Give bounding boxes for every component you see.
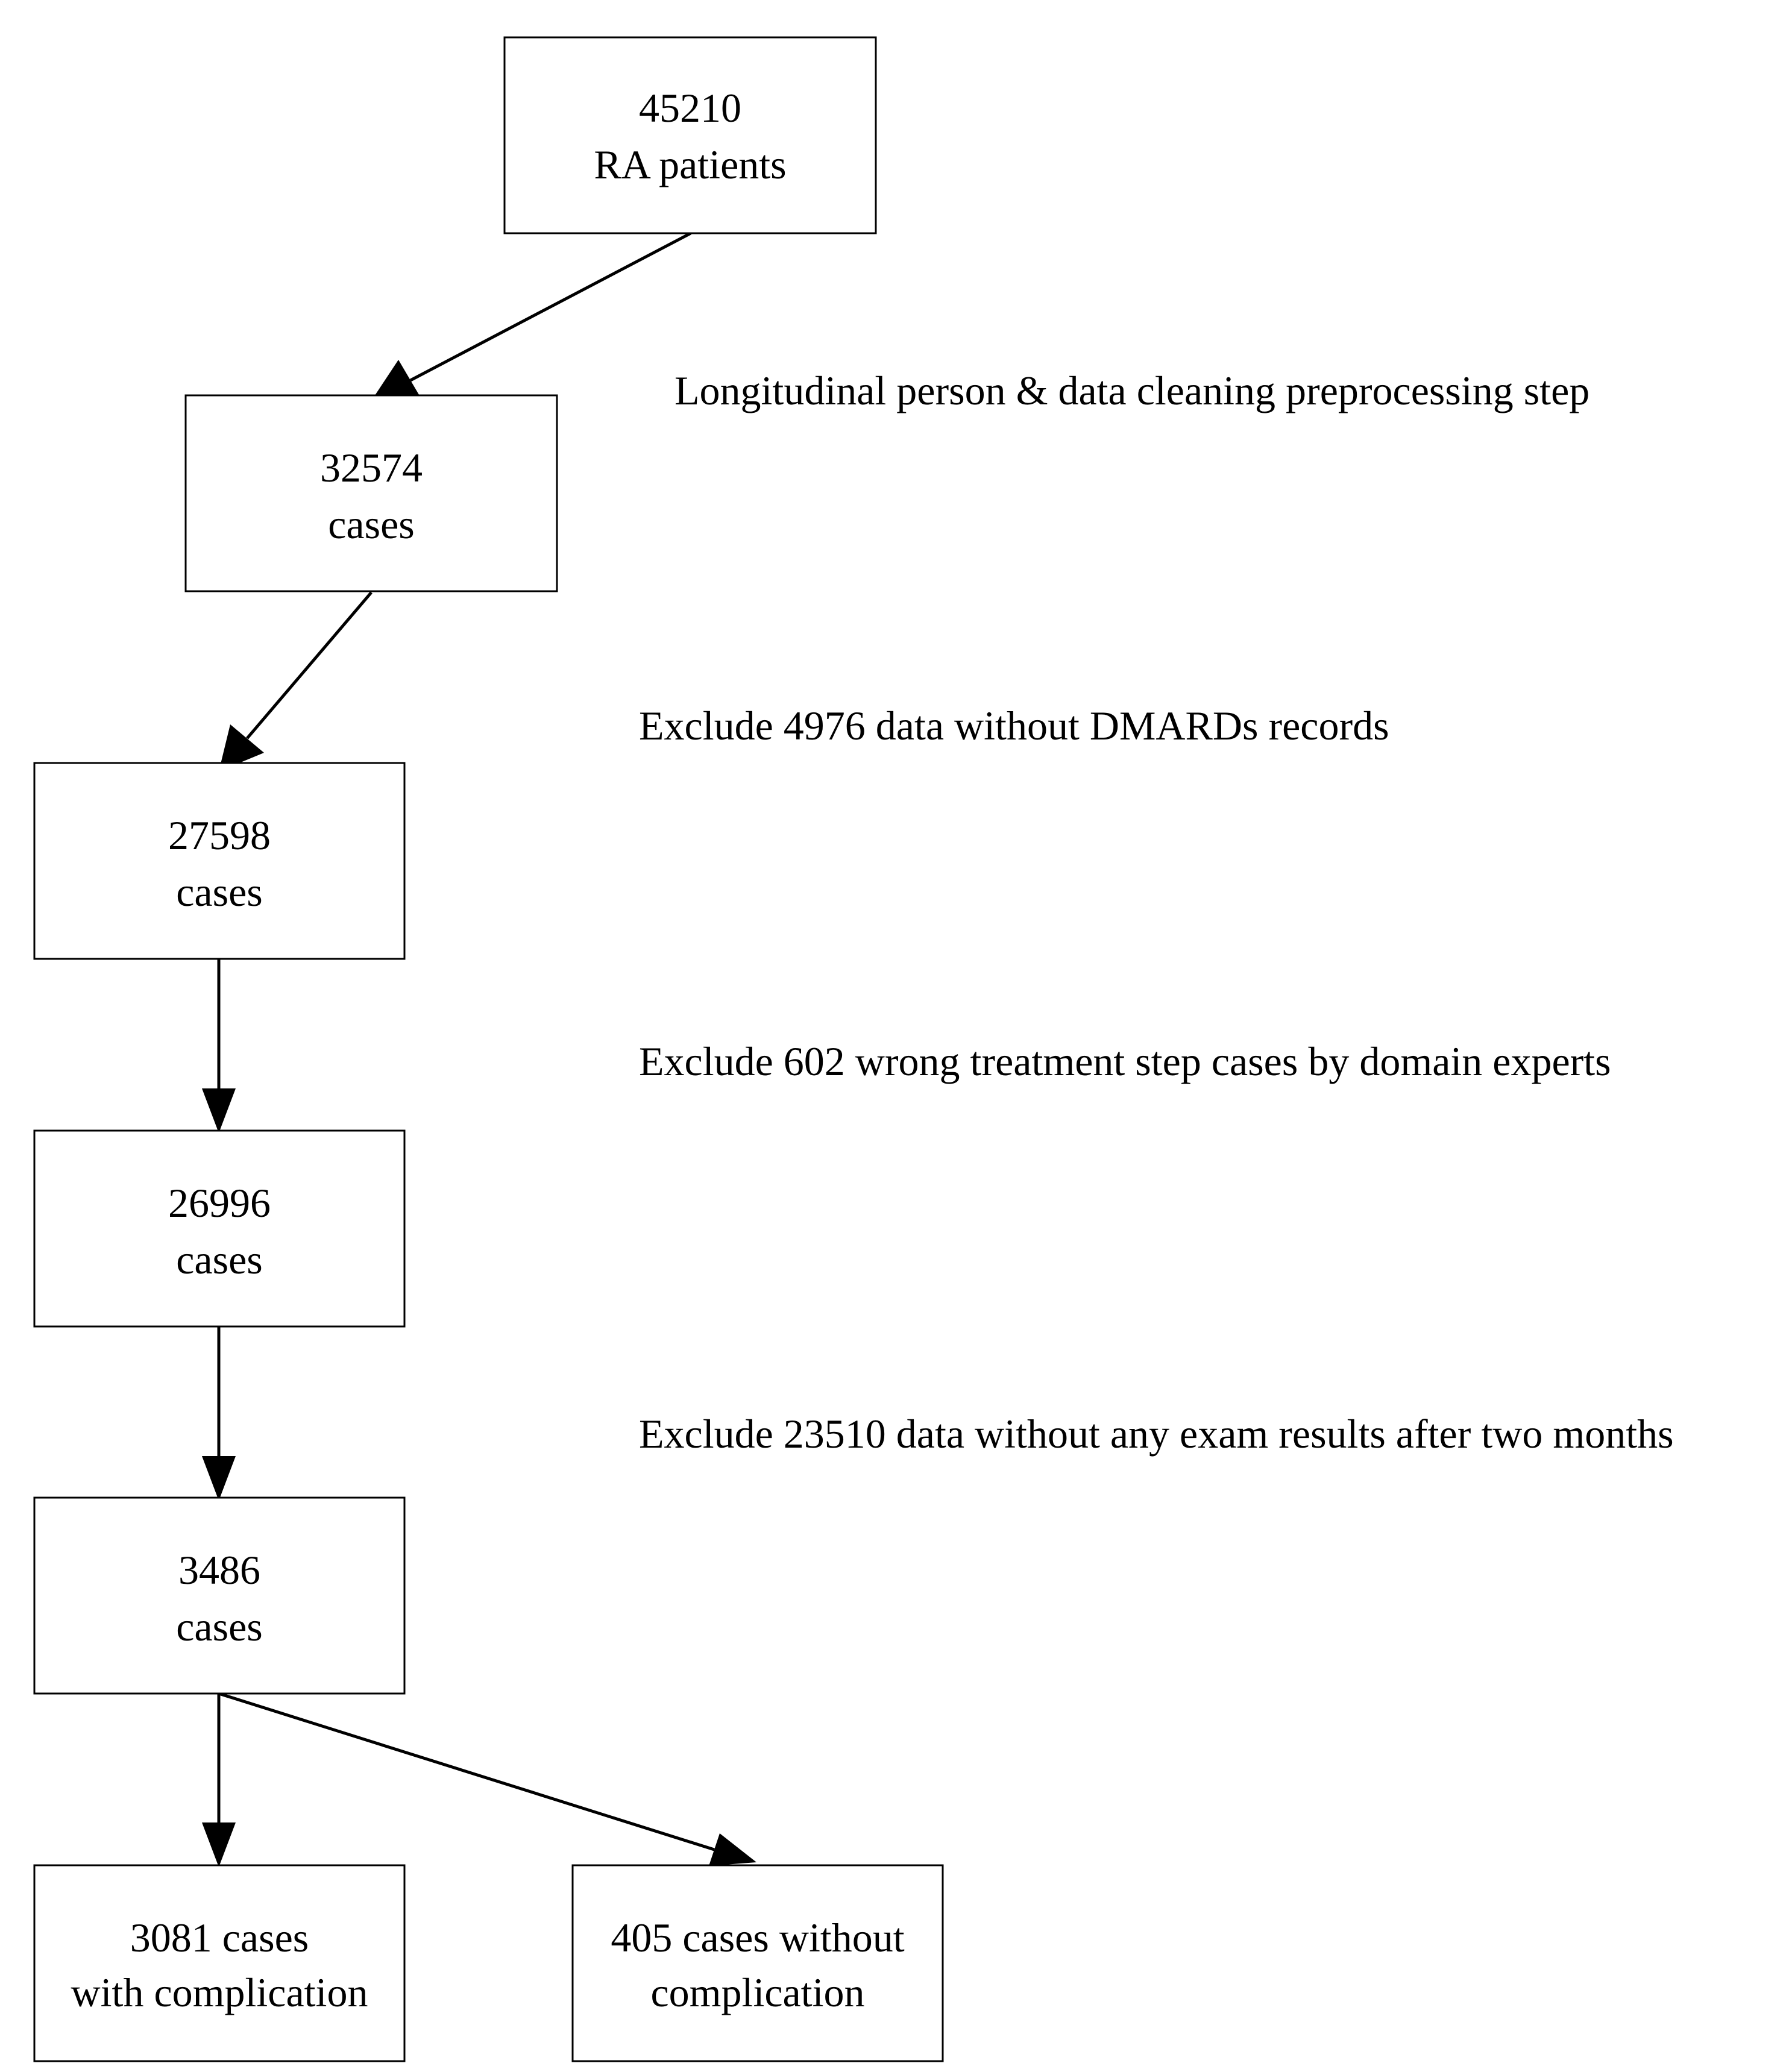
node-line-1: 27598	[168, 812, 271, 858]
edge-n2-n3	[219, 591, 373, 771]
node-26996-cases: 26996 cases	[33, 1129, 406, 1328]
node-line-2: cases	[328, 501, 414, 547]
node-3486-cases: 3486 cases	[33, 1496, 406, 1695]
node-line-2: cases	[176, 1604, 262, 1650]
edge-n5-n6	[202, 1694, 236, 1867]
node-32574-cases: 32574 cases	[184, 394, 558, 592]
node-line-2: complication	[650, 1970, 864, 2015]
node-line-2: RA patients	[594, 142, 786, 187]
node-45210-ra-patients: 45210 RA patients	[503, 36, 877, 234]
node-line-2: cases	[176, 869, 262, 915]
node-line-1: 26996	[168, 1180, 271, 1226]
step-label-exclude-dmards: Exclude 4976 data without DMARDs records	[639, 703, 1389, 749]
edge-n1-n2	[371, 231, 692, 401]
step-label-exclude-no-exam: Exclude 23510 data without any exam resu…	[639, 1411, 1674, 1457]
edge-n5-n7	[218, 1692, 756, 1866]
step-label-exclude-wrong-treatment: Exclude 602 wrong treatment step cases b…	[639, 1038, 1611, 1084]
node-line-1: 3486	[178, 1547, 260, 1593]
step-label-preprocessing: Longitudinal person & data cleaning prep…	[674, 368, 1589, 413]
node-405-without-complication: 405 cases without complication	[571, 1864, 944, 2062]
node-27598-cases: 27598 cases	[33, 762, 406, 960]
node-line-1: 32574	[320, 445, 423, 491]
edge-n4-n5	[202, 1326, 236, 1501]
node-line-2: with complication	[71, 1970, 368, 2015]
node-line-2: cases	[176, 1237, 262, 1282]
node-3081-with-complication: 3081 cases with complication	[33, 1864, 406, 2062]
node-line-1: 45210	[639, 85, 741, 131]
node-line-1: 405 cases without	[611, 1915, 904, 1961]
edge-n3-n4	[202, 958, 236, 1133]
node-line-1: 3081 cases	[130, 1915, 309, 1961]
